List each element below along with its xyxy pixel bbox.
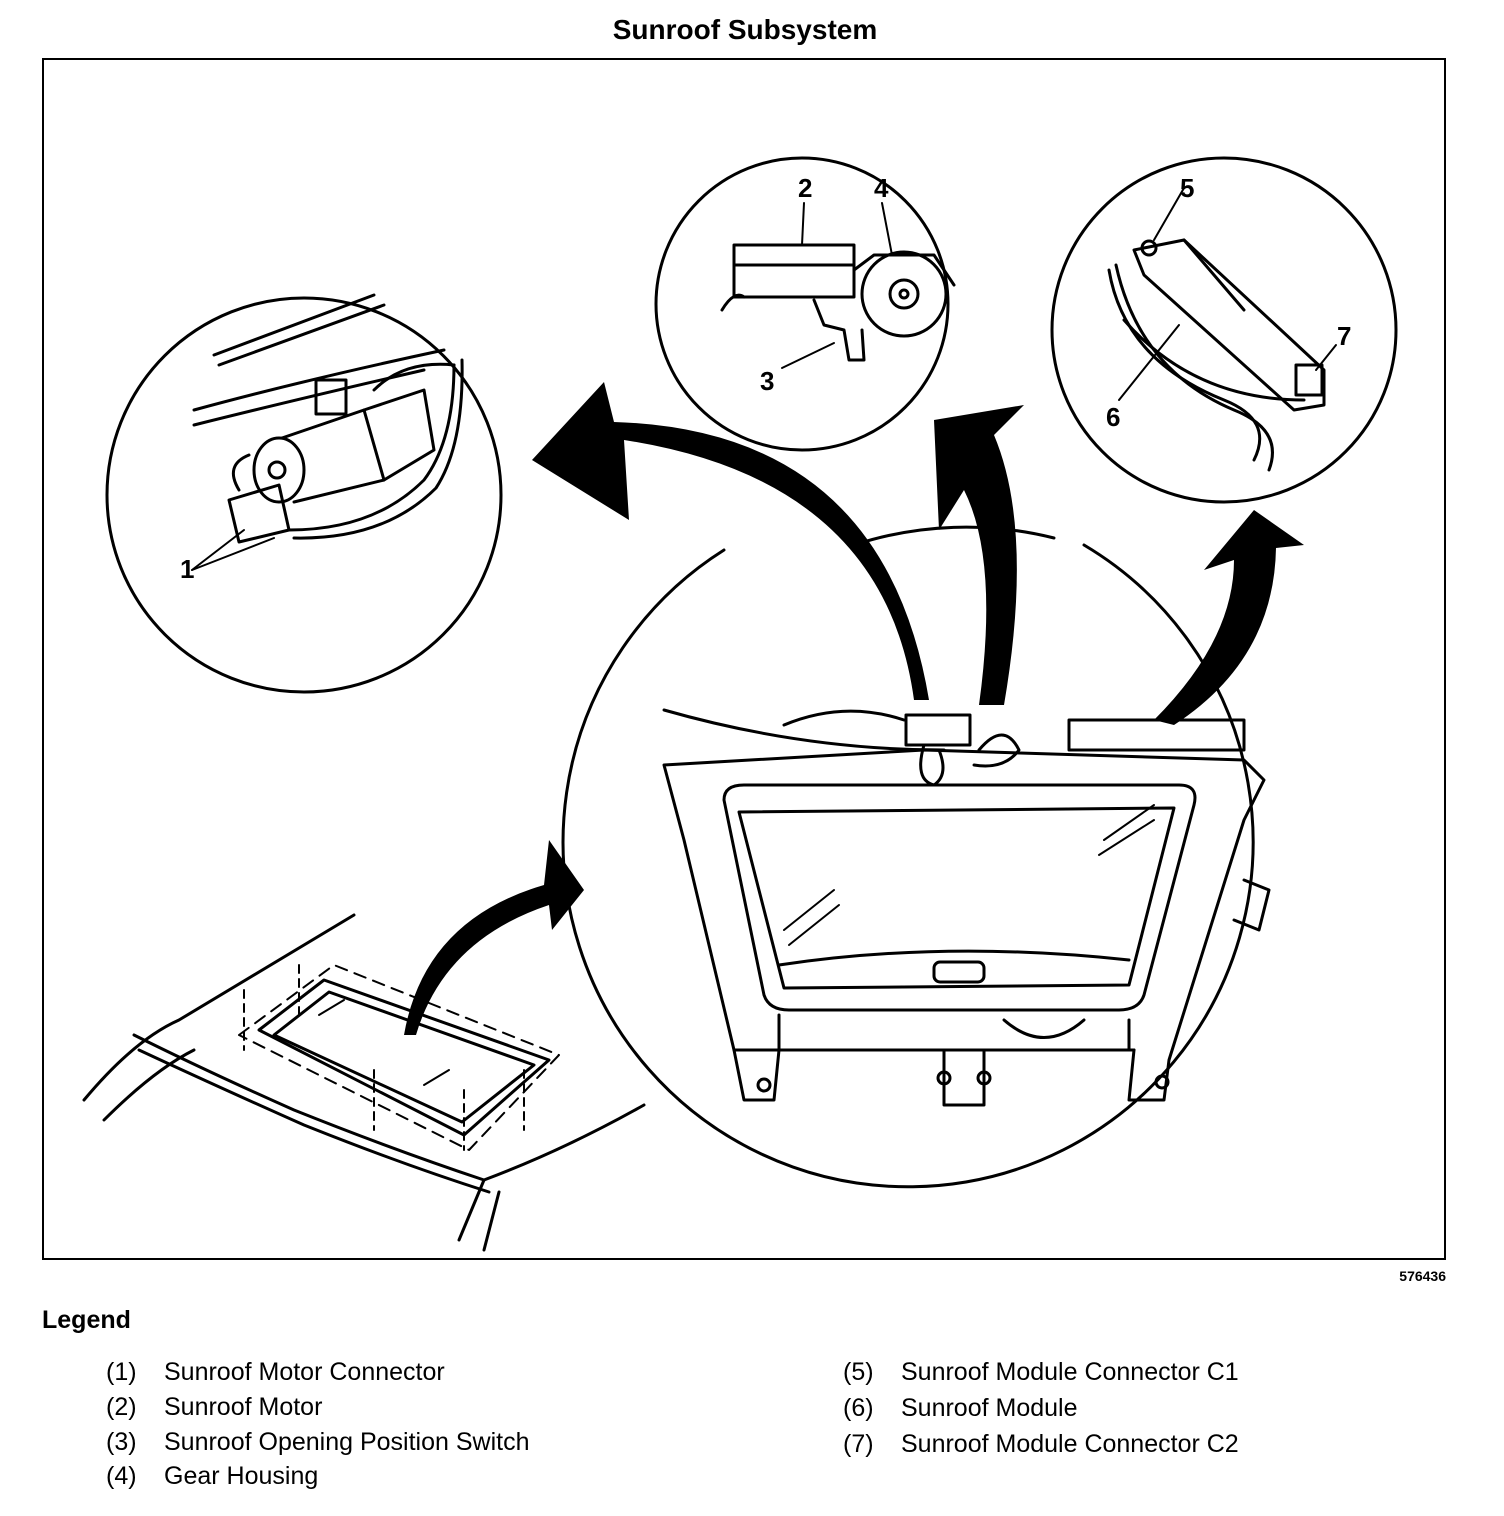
callout-labels: 1 2 3 4 5 6 7 — [180, 173, 1351, 584]
arrow-to-detail-2 — [934, 405, 1024, 705]
detail-circle-1 — [105, 296, 503, 694]
legend-item-7: (7) Sunroof Module Connector C2 — [843, 1430, 1239, 1459]
legend-num: (5) — [843, 1358, 874, 1386]
legend-item-6: (6) Sunroof Module — [843, 1394, 1078, 1423]
callout-3: 3 — [760, 366, 774, 396]
legend-num: (6) — [843, 1394, 874, 1422]
sunroof-illustration: 1 2 3 4 5 6 7 — [82, 156, 1398, 1252]
detail-circle-2 — [654, 156, 950, 452]
legend-label: Sunroof Motor Connector — [164, 1358, 445, 1386]
legend-label: Sunroof Opening Position Switch — [164, 1428, 530, 1456]
figure-id: 576436 — [1399, 1268, 1446, 1284]
legend-label: Sunroof Motor — [164, 1393, 323, 1421]
roof-glass — [257, 978, 551, 1137]
legend-heading: Legend — [42, 1306, 131, 1334]
callout-5: 5 — [1180, 173, 1194, 203]
legend-item-3: (3) Sunroof Opening Position Switch — [106, 1428, 530, 1457]
arrows — [404, 382, 1304, 1035]
module-box — [1067, 718, 1246, 752]
legend-item-1: (1) Sunroof Motor Connector — [106, 1358, 445, 1387]
sunroof-frame-view — [561, 525, 1271, 1189]
diagram-frame: 1 2 3 4 5 6 7 — [42, 58, 1446, 1260]
callout-7: 7 — [1337, 321, 1351, 351]
motor-connector-box — [904, 713, 972, 747]
callout-6: 6 — [1106, 402, 1120, 432]
callout-4: 4 — [874, 173, 889, 203]
detail-motor-assembly — [654, 156, 956, 452]
legend-item-5: (5) Sunroof Module Connector C1 — [843, 1358, 1239, 1387]
legend-num: (3) — [106, 1428, 137, 1456]
motor-housing — [732, 243, 856, 299]
gear-housing-shape — [860, 250, 948, 338]
legend-num: (1) — [106, 1358, 137, 1386]
arrow-to-main-view — [404, 840, 584, 1035]
legend-num: (2) — [106, 1393, 137, 1421]
glass-panel — [722, 783, 1197, 1012]
arrow-to-detail-3 — [1154, 510, 1304, 725]
callout-1: 1 — [180, 554, 194, 584]
legend-label: Sunroof Module Connector C1 — [901, 1358, 1239, 1386]
callout-2: 2 — [798, 173, 812, 203]
legend-label: Sunroof Module — [901, 1394, 1078, 1422]
legend-item-4: (4) Gear Housing — [106, 1462, 318, 1491]
arrow-to-detail-1 — [532, 382, 929, 700]
diagram-title: Sunroof Subsystem — [612, 14, 878, 45]
legend-item-2: (2) Sunroof Motor — [106, 1393, 322, 1422]
detail-motor-connector — [105, 293, 503, 694]
detail-circle-3 — [1050, 156, 1398, 504]
legend-label: Sunroof Module Connector C2 — [901, 1430, 1239, 1458]
legend-num: (4) — [106, 1462, 137, 1490]
legend-label: Gear Housing — [164, 1462, 319, 1490]
vehicle-roof-view — [82, 913, 646, 1252]
detail-sunroof-module — [1050, 156, 1398, 504]
legend-num: (7) — [843, 1430, 874, 1458]
frame-outline — [662, 748, 1266, 1102]
